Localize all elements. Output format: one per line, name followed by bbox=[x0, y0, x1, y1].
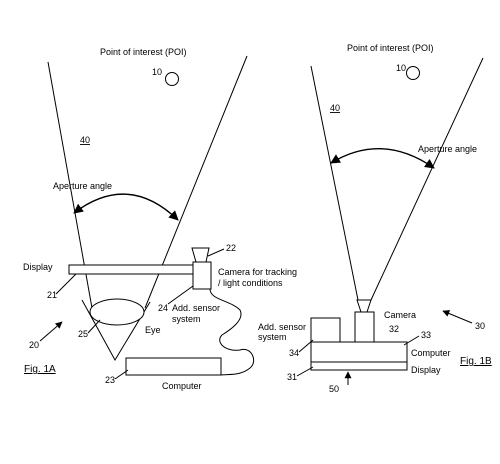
display-ref-a: 21 bbox=[47, 290, 57, 300]
poi-label-a: Point of interest (POI) bbox=[100, 47, 187, 57]
system-arrow-b bbox=[442, 310, 473, 324]
eye-leader-a bbox=[87, 319, 101, 334]
sensor-leader-a bbox=[167, 285, 194, 305]
figure-1a: Point of interest (POI) 10 40 Aperture a… bbox=[23, 47, 297, 391]
camera-ref-b: 32 bbox=[389, 324, 399, 334]
sensor-ref-b: 34 bbox=[289, 348, 299, 358]
sensor-label-a-1: Add. sensor bbox=[172, 303, 220, 313]
sensor-box-b bbox=[310, 317, 341, 343]
aperture-label-a: Aperture angle bbox=[53, 181, 112, 191]
eye-label-a: Eye bbox=[145, 325, 161, 335]
aperture-arc-b bbox=[330, 147, 435, 169]
sensor-ref-a: 24 bbox=[158, 303, 168, 313]
display-bar-a bbox=[68, 264, 194, 275]
caption-b: Fig. 1B bbox=[460, 356, 492, 367]
computer-leader-a bbox=[114, 369, 129, 380]
sensor-label-a-2: system bbox=[172, 314, 201, 324]
camera-label-a-1: Camera for tracking bbox=[218, 267, 297, 277]
system-ref-a: 20 bbox=[29, 340, 39, 350]
bottom-ref-b: 50 bbox=[329, 384, 339, 394]
computer-ref-b: 33 bbox=[421, 330, 431, 340]
camera-ref-a: 22 bbox=[226, 243, 236, 253]
sensor-label-b-2: system bbox=[258, 332, 287, 342]
camera-body-a bbox=[192, 261, 212, 290]
eye-ref-a: 25 bbox=[78, 329, 88, 339]
camera-label-b: Camera bbox=[384, 310, 416, 320]
beam-left-line-b bbox=[310, 65, 359, 301]
display-ref-b: 31 bbox=[287, 372, 297, 382]
display-label-b: Display bbox=[411, 365, 441, 375]
caption-a: Fig. 1A bbox=[24, 364, 56, 375]
computer-label-a: Computer bbox=[162, 381, 202, 391]
poi-circle-b bbox=[406, 66, 420, 80]
poi-ref-a: 10 bbox=[152, 67, 162, 77]
aperture-arc-a bbox=[73, 193, 179, 221]
camera-body-b bbox=[354, 311, 375, 343]
system-ref-b: 30 bbox=[475, 321, 485, 331]
cable-a bbox=[209, 288, 255, 376]
poi-circle-a bbox=[165, 72, 179, 86]
camera-leader-a bbox=[207, 248, 225, 257]
eye-ellipse-a bbox=[89, 298, 145, 326]
computer-leader-b bbox=[403, 335, 420, 346]
display-bar-b bbox=[310, 361, 408, 371]
system-arrow-a bbox=[39, 321, 63, 342]
eye-cone-a bbox=[81, 299, 151, 362]
computer-ref-a: 23 bbox=[105, 375, 115, 385]
sensor-label-b-1: Add. sensor bbox=[258, 322, 306, 332]
poi-label-b: Point of interest (POI) bbox=[347, 43, 434, 53]
camera-label-a-2: / light conditions bbox=[218, 278, 283, 288]
computer-box-a bbox=[125, 357, 222, 376]
display-label-a: Display bbox=[23, 262, 53, 272]
figure-1b: Point of interest (POI) 10 40 Aperture a… bbox=[258, 43, 492, 394]
display-leader-b bbox=[296, 366, 314, 377]
beam-ref-b: 40 bbox=[330, 103, 340, 113]
aperture-label-b: Aperture angle bbox=[418, 144, 477, 154]
beam-right-line-b bbox=[370, 57, 484, 301]
computer-box-b bbox=[310, 341, 408, 363]
poi-ref-b: 10 bbox=[396, 63, 406, 73]
beam-ref-a: 40 bbox=[80, 135, 90, 145]
camera-lens-b bbox=[356, 299, 372, 313]
display-leader-a bbox=[55, 273, 77, 295]
camera-lens-a bbox=[191, 247, 210, 263]
computer-label-b: Computer bbox=[411, 348, 451, 358]
